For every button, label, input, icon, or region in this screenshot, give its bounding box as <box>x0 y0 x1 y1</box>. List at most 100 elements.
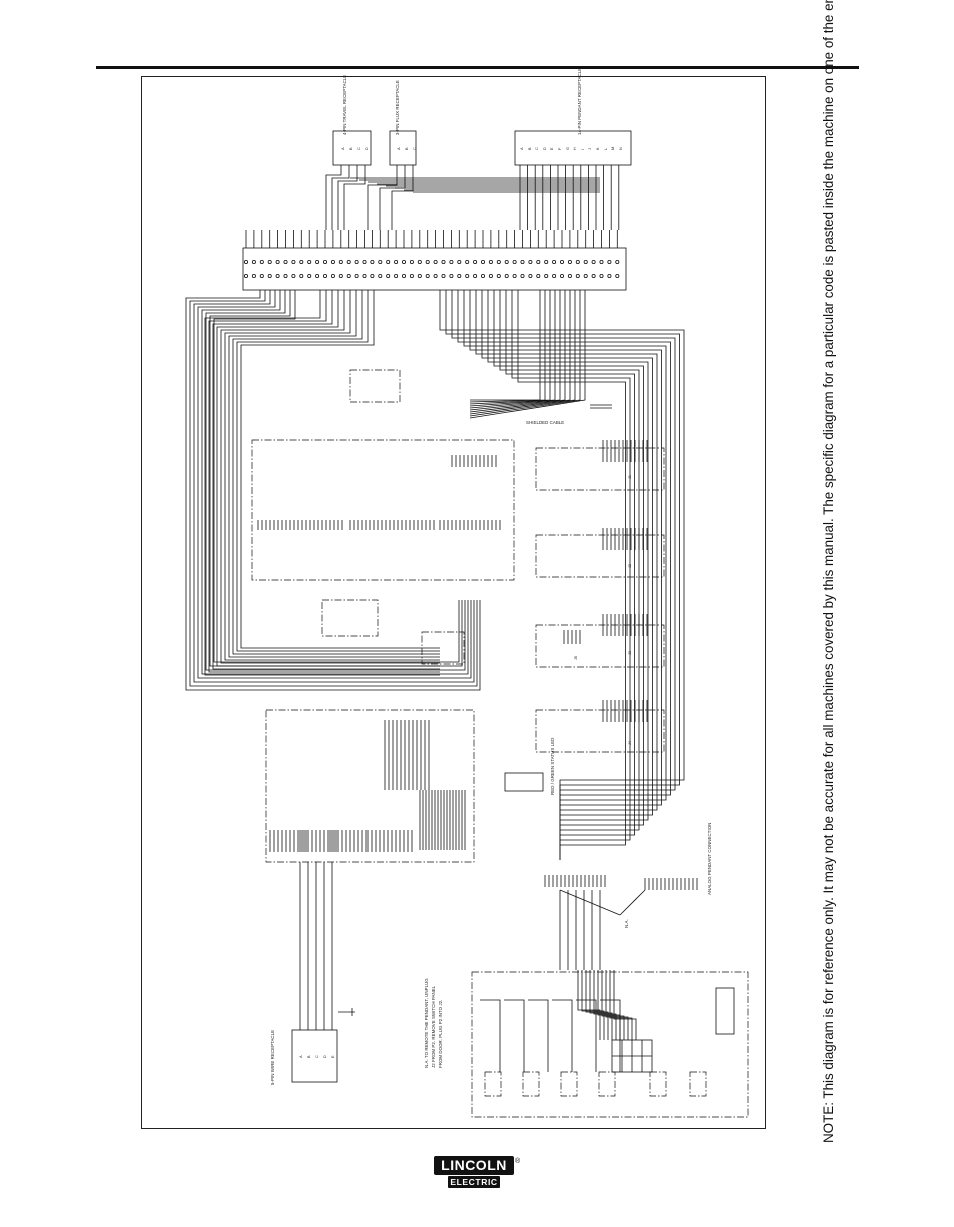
connector-label: J2 <box>628 563 632 568</box>
pc-board-3 <box>535 624 665 668</box>
terminal <box>370 273 375 278</box>
wire <box>379 165 406 230</box>
terminal <box>433 273 438 278</box>
terminal <box>330 259 335 264</box>
pin-n: N <box>618 147 623 150</box>
terminal <box>615 259 620 264</box>
wire <box>220 290 440 664</box>
pin-g: G <box>565 147 570 150</box>
terminal <box>409 259 414 264</box>
pin-d: D <box>542 147 547 150</box>
connector-label: J1 <box>628 474 632 479</box>
terminal <box>378 259 383 264</box>
wire <box>331 165 350 230</box>
terminal <box>370 259 375 264</box>
terminal <box>291 259 296 264</box>
wire <box>185 290 481 691</box>
wire <box>189 290 478 687</box>
wire <box>480 999 501 1072</box>
terminal <box>283 259 288 264</box>
terminal <box>401 273 406 278</box>
terminal <box>567 273 572 278</box>
control-board <box>251 439 515 581</box>
wire <box>552 999 573 1072</box>
terminal <box>480 273 485 278</box>
receptacle-5pin <box>291 1029 338 1083</box>
pin-l: L <box>603 147 608 150</box>
wire <box>240 290 440 649</box>
wire <box>236 290 440 652</box>
wire <box>597 970 621 1040</box>
wire <box>576 999 597 1072</box>
terminal <box>283 273 288 278</box>
pin-e: E <box>550 147 555 150</box>
wire <box>559 889 621 916</box>
wire <box>613 970 637 1040</box>
wire <box>511 290 631 860</box>
wire <box>619 889 646 916</box>
diagram-frame <box>141 76 766 1129</box>
pin-m: M <box>611 146 616 150</box>
wire <box>469 290 581 417</box>
terminal <box>591 273 596 278</box>
logo-wordmark-top: LINCOLN <box>434 1156 514 1175</box>
power-board <box>265 709 475 863</box>
terminal <box>299 273 304 278</box>
pin-c: C <box>357 147 361 150</box>
pin-c: C <box>315 1055 319 1058</box>
terminal-strip <box>242 247 627 291</box>
wire <box>517 290 626 860</box>
pin-b: B <box>349 147 353 150</box>
switch <box>649 1071 667 1097</box>
wire <box>499 290 640 860</box>
wire <box>216 290 440 667</box>
pin-a: A <box>520 147 524 150</box>
terminal <box>552 259 557 264</box>
shielded-cable-label: SHIELDED CABLE <box>526 420 565 425</box>
terminal <box>354 259 359 264</box>
status-led <box>504 772 544 792</box>
terminal <box>354 273 359 278</box>
wire <box>581 970 605 1040</box>
relay <box>321 599 379 637</box>
terminal <box>338 273 343 278</box>
terminal <box>417 273 422 278</box>
terminal <box>409 273 414 278</box>
terminal <box>267 273 272 278</box>
wire <box>601 970 625 1040</box>
terminal <box>575 259 580 264</box>
pc-board-2 <box>535 534 665 578</box>
wire <box>470 290 541 401</box>
logo-wordmark-bottom: ELECTRIC <box>448 1176 500 1188</box>
terminal <box>394 259 399 264</box>
terminal <box>575 273 580 278</box>
relay <box>349 369 401 403</box>
wire <box>577 970 601 1040</box>
terminal <box>433 259 438 264</box>
na-label: N.A. <box>624 919 629 928</box>
wire <box>391 165 414 230</box>
terminal <box>386 273 391 278</box>
terminal <box>567 259 572 264</box>
terminal <box>607 259 612 264</box>
terminal <box>267 259 272 264</box>
wire <box>469 290 561 409</box>
terminal <box>599 259 604 264</box>
terminal <box>528 259 533 264</box>
terminal <box>528 273 533 278</box>
receptacle-3pin-label: 3-PIN FLUX RECEPTACLE <box>395 80 400 135</box>
terminal <box>243 273 248 278</box>
wire <box>481 290 653 860</box>
wire <box>493 290 644 860</box>
wire <box>337 165 358 230</box>
terminal <box>591 259 596 264</box>
wire <box>469 290 566 411</box>
terminal <box>362 273 367 278</box>
terminal <box>251 273 256 278</box>
terminal <box>346 259 351 264</box>
terminal <box>599 273 604 278</box>
wire <box>439 290 685 860</box>
switch <box>598 1071 616 1097</box>
terminal <box>307 273 312 278</box>
wire <box>205 290 466 671</box>
